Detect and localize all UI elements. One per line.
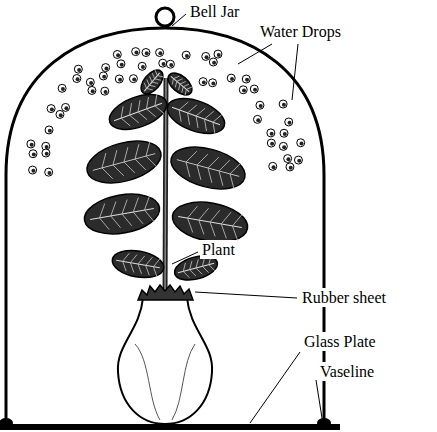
water-drop (280, 129, 288, 137)
leaf (137, 66, 167, 98)
vaseline-seal (0, 418, 13, 428)
plant-leaves (81, 66, 250, 284)
leaf (105, 88, 172, 137)
pot-shading (135, 344, 195, 420)
water-drop (132, 48, 140, 56)
water-drop (99, 72, 107, 80)
water-drop (29, 166, 37, 174)
water-drop (202, 52, 210, 60)
water-drop (58, 84, 66, 92)
water-drop (42, 149, 50, 157)
water-drop (284, 155, 292, 163)
water-drop (209, 58, 217, 66)
water-drop (27, 140, 35, 148)
water-drop (256, 101, 264, 109)
water-drop (239, 86, 247, 94)
part-label: Vaseline (318, 362, 376, 381)
part-label: Plant (200, 240, 237, 259)
water-drop (250, 85, 258, 93)
leader-lines (172, 14, 322, 423)
water-drop (269, 162, 277, 170)
water-drop (253, 115, 261, 123)
bell-jar (6, 28, 324, 428)
water-drop (129, 75, 137, 83)
pot (118, 298, 212, 424)
water-drop (182, 51, 190, 59)
water-drop (279, 100, 287, 108)
water-drop (159, 59, 167, 67)
jar-knob (156, 8, 174, 26)
water-drop (286, 163, 294, 171)
water-drop (267, 139, 275, 147)
water-drop (74, 65, 82, 73)
glass-plate (0, 424, 340, 430)
water-drop (102, 64, 110, 72)
vaseline-seal (317, 418, 331, 428)
water-drop (73, 75, 81, 83)
water-drop (88, 86, 96, 94)
water-drop (29, 150, 37, 158)
water-drop (86, 78, 94, 86)
water-drop (227, 74, 235, 82)
water-drop (113, 50, 121, 58)
leaf (110, 247, 166, 282)
part-label: Water Drops (258, 22, 343, 41)
water-drop (209, 79, 217, 87)
water-drop (117, 60, 125, 68)
rubber-sheet (138, 285, 193, 300)
water-drop (56, 110, 64, 118)
leaf (166, 140, 249, 196)
water-drop (47, 105, 55, 113)
water-drop (267, 129, 275, 137)
part-label: Glass Plate (302, 332, 378, 351)
water-drop (115, 75, 123, 83)
water-drop (199, 78, 207, 86)
water-drop (101, 87, 109, 95)
water-drop (142, 49, 150, 57)
leaf (81, 189, 162, 240)
part-label: Bell Jar (188, 2, 241, 21)
leaf (82, 134, 165, 190)
water-drop (294, 156, 302, 164)
water-drop (285, 118, 293, 126)
water-drop (214, 50, 222, 58)
water-drop (156, 49, 164, 57)
water-drop (166, 60, 174, 68)
leaf (164, 69, 196, 99)
water-drop (297, 139, 305, 147)
water-drop (45, 126, 53, 134)
part-label: Rubber sheet (300, 288, 388, 307)
water-drop (242, 75, 250, 83)
water-drop (62, 103, 70, 111)
leaf (163, 92, 230, 141)
water-drop (138, 62, 146, 70)
water-drop (45, 168, 53, 176)
water-drop (279, 142, 287, 150)
